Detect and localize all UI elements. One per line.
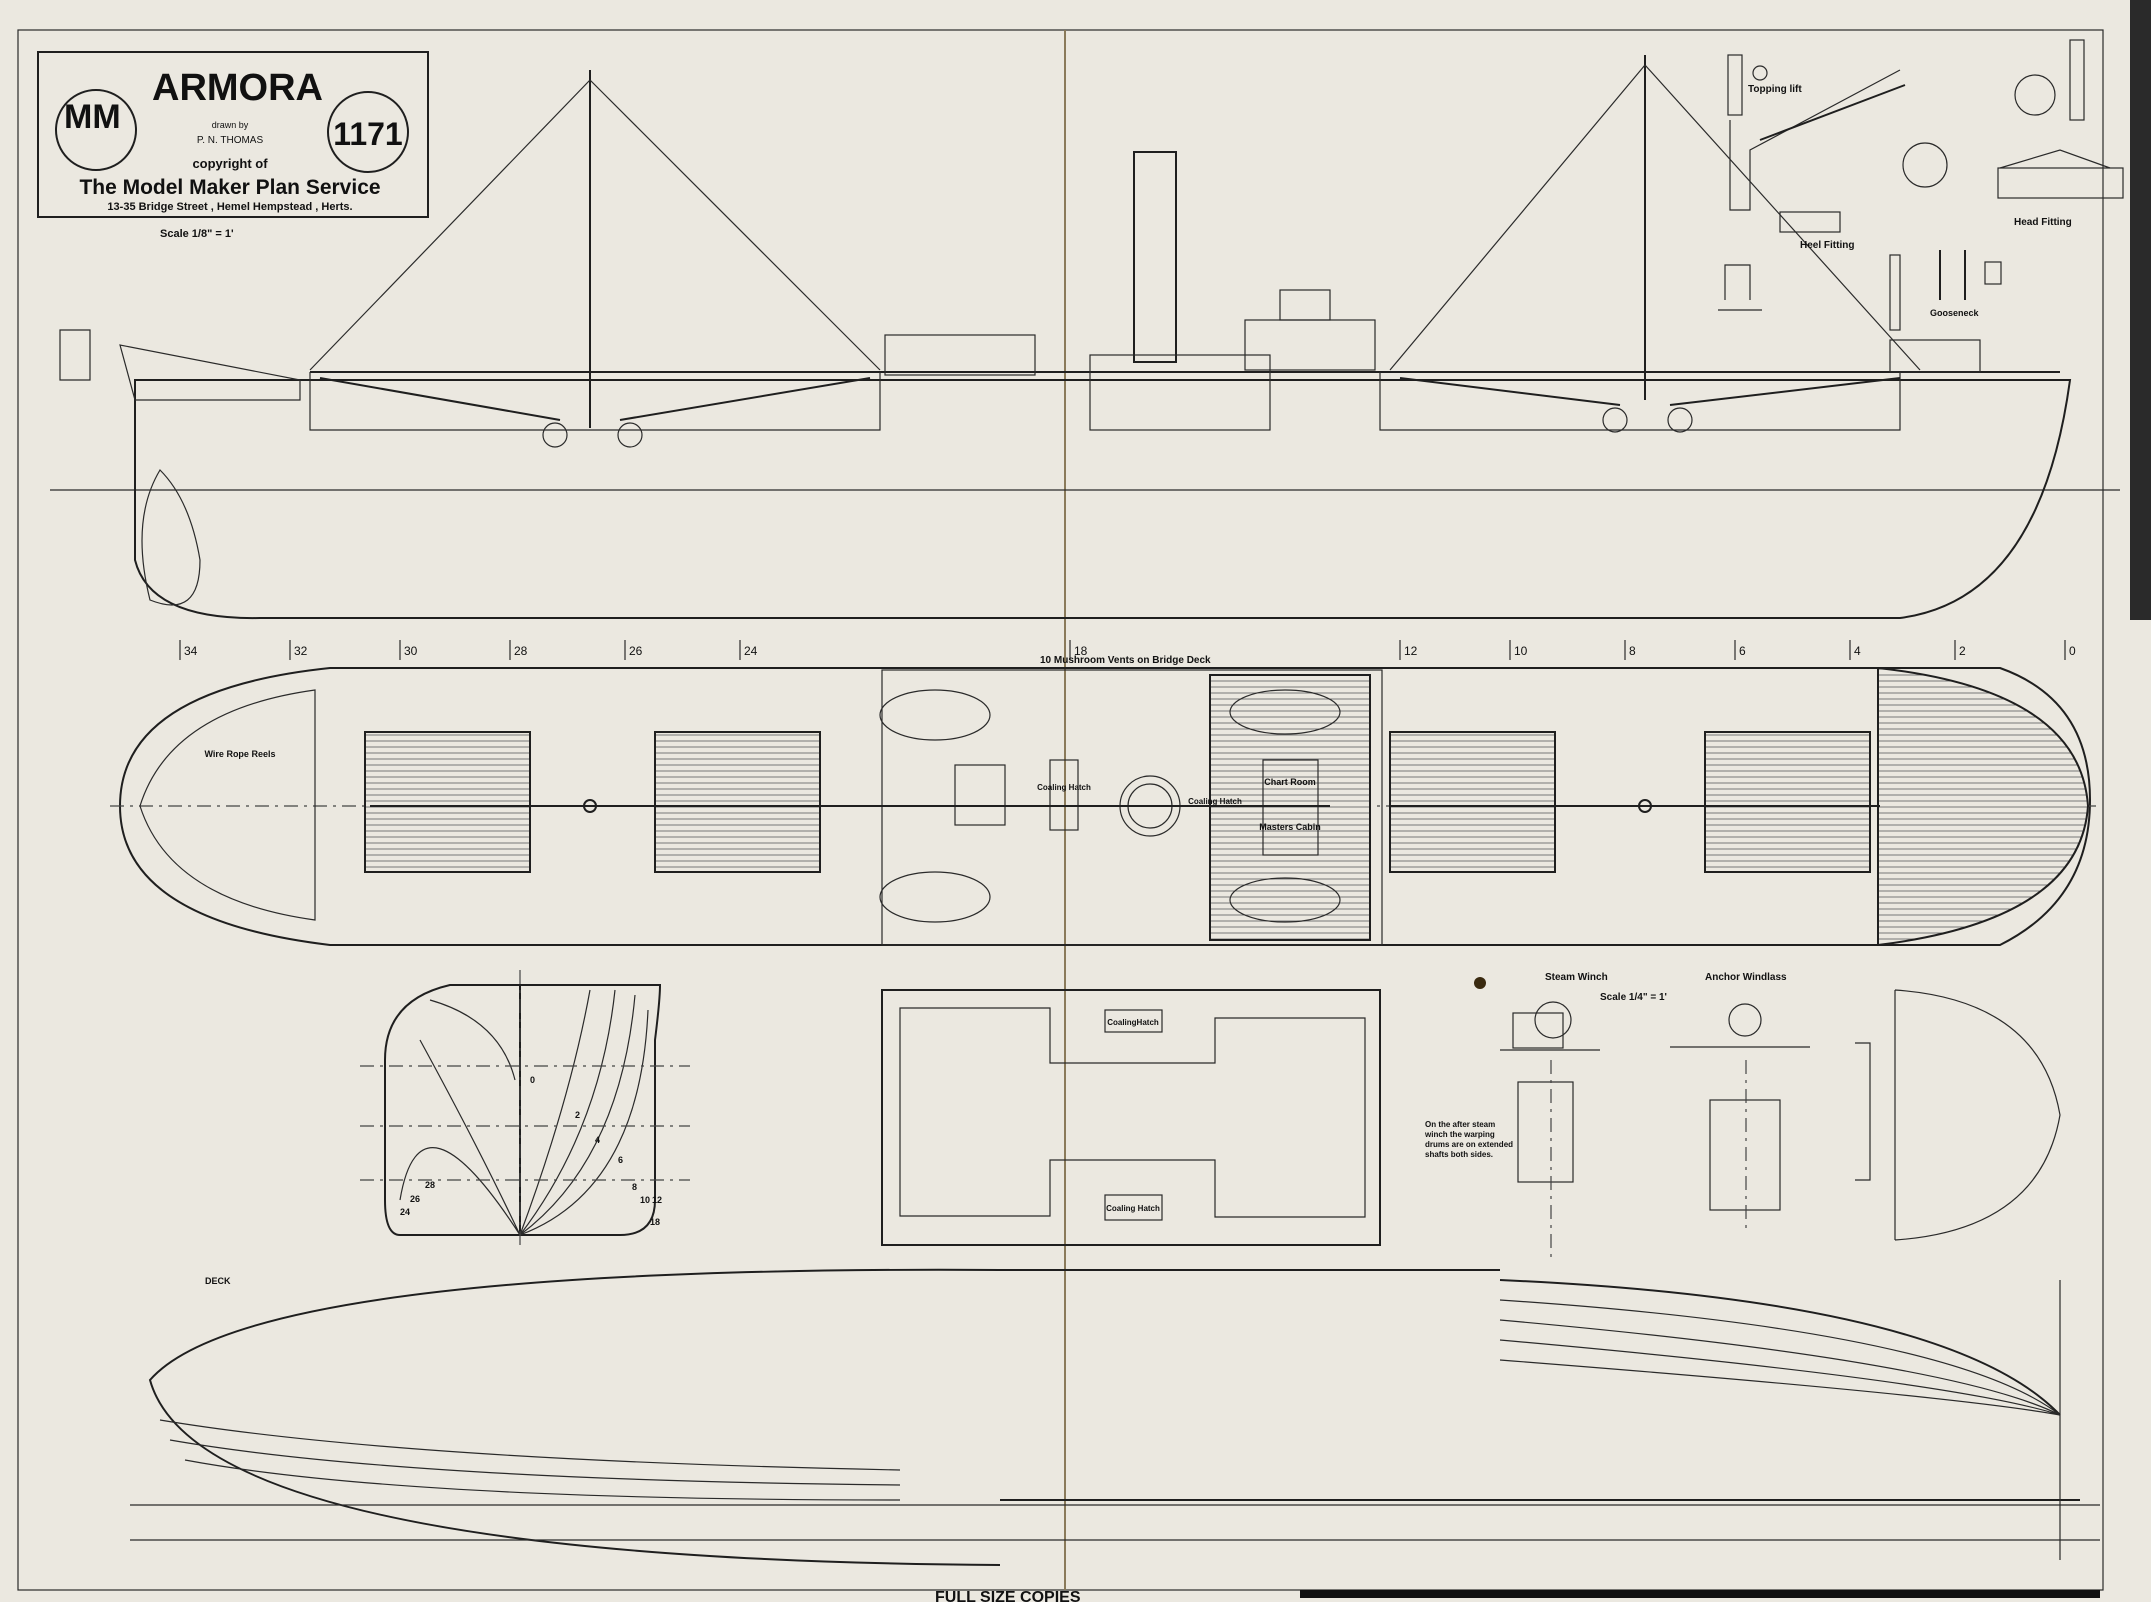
topping-lift-label: Topping lift [1748,84,1802,95]
lower-deck-plan: CoalingHatch Coaling Hatch [881,989,1381,1246]
rudder [141,469,201,606]
publisher: The Model Maker Plan Service [79,176,380,199]
machinery-details: Steam Winch Anchor Windlass Scale 1/4" =… [1425,972,2061,1260]
lifeboat-port-2 [1229,689,1341,735]
funnel [1133,151,1177,363]
heel-fitting-label: Heel Fitting [1800,240,1854,251]
plan-number: 1171 [333,116,402,152]
coaling-hatch-label-2: Coaling Hatch [1188,797,1242,806]
mushroom-vents-note: 10 Mushroom Vents on Bridge Deck [1040,655,1211,666]
title-block: MM ARMORA 1171 drawn by P. N. THOMAS cop… [37,51,429,240]
masters-cabin-label: Masters Cabin [1259,822,1321,832]
profile-view [50,55,2120,620]
copyright-label: copyright of [192,156,268,171]
lifeboat-stbd-1 [879,871,991,923]
section-label: 2 [575,1110,580,1120]
mm-logo [55,89,137,171]
station-label: 26 [629,644,643,658]
station-label: 18 [1074,644,1088,658]
station-label: 4 [1854,644,1861,658]
section-label: 28 [425,1180,435,1190]
ensign-flag [59,329,91,381]
machinery-scale: Scale 1/4" = 1' [1600,992,1667,1003]
hull-profile [134,379,2072,620]
poop-deck [139,689,316,921]
lifeboat-stbd-2 [1229,877,1341,923]
forecastle-plan [1877,667,2090,946]
section-label: 24 [400,1207,410,1217]
plan-border [17,29,2104,1591]
edge-strip [2130,0,2151,620]
section-label: 0 [530,1075,535,1085]
section-label: 8 [632,1182,637,1192]
section-label: 6 [618,1155,623,1165]
hull-outline-plan [118,667,2092,946]
mm-logo-text: MM [64,98,121,136]
head-fitting-label: Head Fitting [2014,217,2072,228]
station-label: 30 [404,644,418,658]
section-label: 4 [595,1135,600,1145]
section-label: 26 [410,1194,420,1204]
station-label: 32 [294,644,308,658]
chart-room [1262,759,1319,856]
station-label: 34 [184,644,198,658]
anchor-windlass-label: Anchor Windlass [1705,972,1787,983]
rigging-details: Topping lift Head Fitting Heel Fitting G… [1718,39,2124,331]
station-label: 6 [1739,644,1746,658]
chart-room-label: Chart Room [1264,777,1316,787]
deck-label: DECK [205,1276,231,1286]
hatch-no3 [654,731,821,873]
forecastle-outline [1894,989,2061,1241]
scale-label: Scale 1/8" = 1' [160,228,234,240]
coaling-hatch-bottom-label: Coaling Hatch [1106,1204,1160,1213]
midship-house [881,669,1383,946]
station-label: 12 [1404,644,1418,658]
half-breadth-plan: DECK FULL SIZE COPIES [130,1268,2100,1602]
forecastle [1889,339,1981,373]
drawn-by: P. N. THOMAS [197,135,264,146]
winch-note: On the after steam winch the warping dru… [1425,1120,1514,1159]
lifeboat-port-1 [879,689,991,741]
station-label: 0 [2069,644,2076,658]
bridge [1244,319,1376,371]
plan-number-circle [327,91,409,173]
coaling-hatch-label-1: Coaling Hatch [1037,783,1091,792]
hatch-no2 [1389,731,1556,873]
hatch-no4 [364,731,531,873]
gooseneck-label: Gooseneck [1930,308,1980,318]
address: 13-35 Bridge Street , Hemel Hempstead , … [107,201,352,213]
station-marks: 34 32 30 28 26 24 18 12 10 8 6 4 2 0 [179,640,2076,660]
lifeboat-aft [884,334,1036,376]
station-label: 10 [1514,644,1528,658]
section-label: 10 [640,1195,650,1205]
steam-winch-label: Steam Winch [1545,972,1608,983]
station-label: 24 [744,644,758,658]
deck-plan: 10 Mushroom Vents on Bridge Deck Wire Ro… [110,655,2100,946]
coaling-hatch-top-label: CoalingHatch [1107,1018,1159,1027]
wire-rope-reels-label: Wire Rope Reels [205,749,276,759]
drawn-by-label: drawn by [212,120,249,130]
station-label: 28 [514,644,528,658]
footer-text: FULL SIZE COPIES [935,1589,1081,1602]
hatch-no1 [1704,731,1871,873]
section-label: 12 [652,1195,662,1205]
station-label: 8 [1629,644,1636,658]
section-label: 18 [650,1217,660,1227]
station-label: 2 [1959,644,1966,658]
ship-name: ARMORA [152,67,323,109]
